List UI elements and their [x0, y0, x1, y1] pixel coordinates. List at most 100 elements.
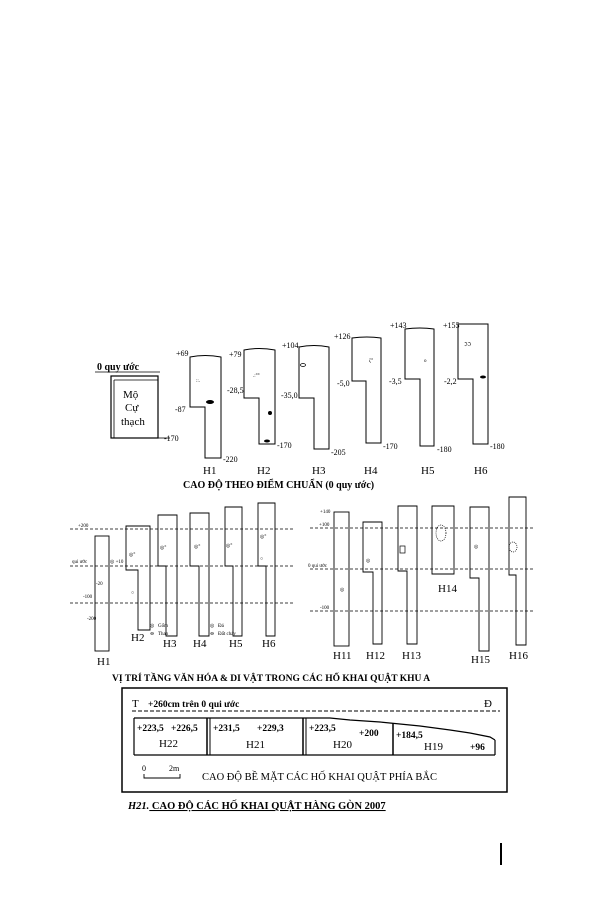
svg-text:+100: +100: [319, 523, 330, 528]
pit-a-h6: ◎° ○ H6: [257, 502, 276, 650]
panel2-caption: VỊ TRÍ TẦNG VĂN HÓA & DI VẬT TRONG CÁC H…: [112, 671, 430, 684]
pit-h4: +126 -5,0 -170 ζ° H4: [334, 332, 398, 477]
pit-a-h16-name: H16: [509, 650, 528, 662]
svg-text:ℑℑ: ℑℑ: [464, 342, 471, 348]
svg-text:-170: -170: [383, 442, 398, 451]
pit-h6: +155 -2,2 -180 ℑℑ H6: [443, 321, 505, 477]
svg-text:◎: ◎: [474, 544, 479, 550]
figure-caption: H21. CAO ĐỘ CÁC HỐ KHAI QUẬT HÀNG GÒN 20…: [127, 799, 386, 812]
pit-a-h14-name: H14: [438, 583, 457, 595]
svg-text:-220: -220: [223, 455, 238, 464]
pit-h21: +231,5 +229,3 H21: [213, 724, 284, 751]
svg-text:◎°: ◎°: [260, 534, 266, 540]
panel1-caption: CAO ĐỘ THEO ĐIỂM CHUẨN (0 quy ước): [183, 478, 374, 491]
svg-text:+226,5: +226,5: [171, 724, 198, 734]
pit-a-h1-name: H1: [97, 656, 110, 668]
pit-a-h15-name: H15: [471, 654, 490, 666]
pit-h1: +69 -87 -220 ::. H1: [175, 349, 238, 477]
svg-text:-87: -87: [175, 405, 186, 414]
svg-text:+155: +155: [443, 321, 460, 330]
svg-text:+231,5: +231,5: [213, 724, 240, 734]
pit-a-h11: ◎ H11: [333, 511, 352, 662]
pit-a-h2-name: H2: [131, 632, 144, 644]
left-datum-label: qui ước: [72, 560, 88, 565]
pit-a-h15: ◎ H15: [469, 506, 490, 666]
pit-a-h5-name: H5: [229, 638, 243, 650]
svg-text:◎°: ◎°: [226, 543, 232, 549]
svg-text:-35,0: -35,0: [281, 391, 298, 400]
panel-cultural-layers: +200 qui ước -100 -200 ◎ +10 -20 H1 ◎° ○…: [70, 496, 535, 684]
svg-text:+143: +143: [390, 321, 407, 330]
figure-number: H21.: [127, 801, 149, 812]
pit-h22: +223,5 +226,5 H22: [137, 724, 198, 750]
legend-da: Đá: [218, 624, 225, 629]
svg-text:◎°: ◎°: [194, 544, 200, 550]
panel-north-surface: T +260cm trên 0 qui ước Đ +223,5 +226,5 …: [121, 687, 508, 793]
pit-h22-name: H22: [159, 738, 178, 750]
legend-gom: Gốm: [158, 624, 168, 629]
svg-text:-5,0: -5,0: [337, 379, 350, 388]
svg-text:⊖: ⊖: [210, 632, 214, 637]
legend-dat-chay: Đất cháy: [218, 632, 236, 637]
svg-text:-20: -20: [96, 582, 103, 587]
svg-text:ζ°: ζ°: [369, 358, 373, 364]
panel3-caption: CAO ĐỘ BỀ MẶT CÁC HỐ KHAI QUẬT PHÍA BẮC: [202, 770, 437, 783]
svg-text:.:°°: .:°°: [253, 374, 260, 379]
svg-text:◎°: ◎°: [129, 552, 135, 558]
right-datum-label: 0 qui ước: [308, 564, 328, 569]
svg-text:-180: -180: [490, 442, 505, 451]
pit-a-h13: H13: [397, 505, 421, 662]
pit-h19-name: H19: [424, 741, 443, 753]
pit-a-h12-name: H12: [366, 650, 385, 662]
svg-text:◎: ◎: [210, 623, 215, 629]
svg-text:◎: ◎: [366, 558, 371, 564]
pit-a-h13-name: H13: [402, 650, 421, 662]
pit-h5: +143 -3,5 -180 o H5: [389, 321, 452, 477]
pit-a-h11-name: H11: [333, 650, 352, 662]
box-bottom-value: -170: [164, 434, 179, 443]
svg-text:+96: +96: [470, 743, 485, 753]
pit-a-h4: ◎° H4: [189, 512, 210, 650]
pit-h2: +79 -28,5 -170 .:°° H2: [227, 348, 292, 477]
pit-h20-name: H20: [333, 739, 352, 751]
pit-h6-name: H6: [474, 465, 488, 477]
svg-text:⊖: ⊖: [150, 632, 154, 637]
svg-text:○: ○: [131, 591, 134, 596]
svg-text:+140: +140: [320, 510, 331, 515]
pit-a-h6-name: H6: [262, 638, 276, 650]
svg-text:+223,5: +223,5: [137, 724, 164, 734]
pit-a-h4-name: H4: [193, 638, 207, 650]
pit-a-h12: ◎ H12: [362, 521, 385, 662]
pit-h3-name: H3: [312, 465, 326, 477]
svg-text:o: o: [424, 359, 427, 364]
svg-text:-205: -205: [331, 448, 346, 457]
scale-bar: 0 2m: [142, 764, 181, 779]
svg-text:0: 0: [142, 764, 146, 773]
svg-text:-200: -200: [87, 617, 97, 622]
pit-h1-name: H1: [203, 465, 216, 477]
svg-text:+69: +69: [176, 349, 189, 358]
pit-a-h14: H14: [431, 505, 457, 595]
svg-text:+104: +104: [282, 341, 299, 350]
svg-text:◎: ◎: [340, 587, 345, 593]
svg-text:2m: 2m: [169, 764, 180, 773]
pit-a-h3: ◎° H3: [157, 514, 178, 650]
pit-a-h5: ◎° H5: [224, 506, 243, 650]
pit-h3: +104 -35,0 -205 H3: [281, 341, 346, 477]
pit-h4-name: H4: [364, 465, 378, 477]
pit-a-h16: H16: [508, 496, 528, 662]
svg-text:+200: +200: [359, 729, 379, 739]
svg-text:◎°: ◎°: [160, 545, 166, 551]
pit-a-h3-name: H3: [163, 638, 177, 650]
box-label-3: thạch: [121, 416, 145, 428]
datum-note: +260cm trên 0 qui ước: [148, 700, 239, 710]
svg-text:+184,5: +184,5: [396, 731, 423, 741]
pit-h19: +184,5 +96 H19: [396, 731, 485, 753]
megalith-box: Mộ Cự thạch -170: [110, 375, 179, 443]
figure-title: CAO ĐỘ CÁC HỐ KHAI QUẬT HÀNG GÒN 2007: [149, 799, 385, 812]
svg-text:+79: +79: [229, 350, 242, 359]
svg-text:-3,5: -3,5: [389, 377, 402, 386]
svg-text:◎ +10: ◎ +10: [110, 559, 124, 565]
page-margin-bar: [500, 843, 502, 865]
